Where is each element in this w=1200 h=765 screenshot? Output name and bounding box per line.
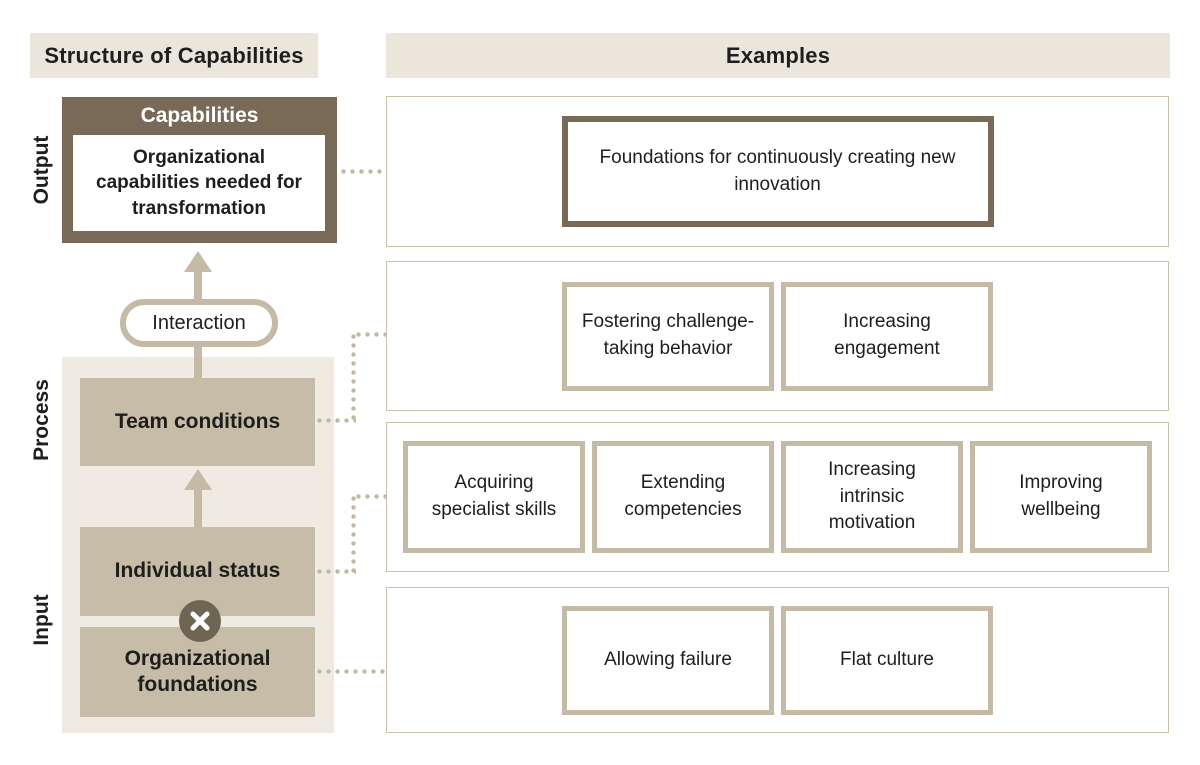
- left-column-header: Structure of Capabilities: [30, 33, 318, 78]
- interaction-pill: Interaction: [120, 299, 278, 347]
- example-box: Flat culture: [781, 605, 993, 715]
- examples-row-output: Foundations for continuously creating ne…: [386, 96, 1169, 247]
- connector-foundations: [315, 669, 386, 674]
- arrow-up-icon: [184, 469, 212, 490]
- stage-label-input: Input: [30, 594, 53, 646]
- connector-team-v: [351, 332, 356, 422]
- example-box: Improving wellbeing: [970, 441, 1152, 553]
- example-box: Increasing intrinsic motivation: [781, 441, 963, 553]
- examples-row-foundations: Allowing failure Flat culture: [386, 587, 1169, 733]
- right-column-header: Examples: [386, 33, 1170, 78]
- connector-output: [339, 169, 386, 174]
- multiply-icon: [179, 600, 221, 642]
- stage-label-process: Process: [30, 379, 53, 461]
- organizational-foundations-box: Organizational foundations: [80, 627, 315, 717]
- capabilities-box: Capabilities Organizational capabilities…: [62, 97, 337, 243]
- capabilities-box-body: Organizational capabilities needed for t…: [73, 135, 325, 231]
- examples-row-team: Fostering challenge-taking behavior Incr…: [386, 261, 1169, 411]
- multiply-glyph: [190, 611, 210, 631]
- example-box: Extending competencies: [592, 441, 774, 553]
- arrow-up-icon: [184, 251, 212, 272]
- connector-team-h1: [315, 418, 356, 423]
- example-box: Fostering challenge-taking behavior: [562, 281, 774, 391]
- arrow-up-stem: [194, 488, 202, 527]
- capabilities-box-title: Capabilities: [140, 104, 259, 127]
- connector-individual-v: [351, 494, 356, 573]
- stage-label-output: Output: [30, 135, 53, 205]
- example-box: Increasing engagement: [781, 281, 993, 391]
- connector-individual-h2: [354, 494, 386, 499]
- examples-row-individual: Acquiring specialist skills Extending co…: [386, 422, 1169, 572]
- example-box: Acquiring specialist skills: [403, 441, 585, 553]
- example-box: Allowing failure: [562, 605, 774, 715]
- team-conditions-box: Team conditions: [80, 378, 315, 466]
- example-box: Foundations for continuously creating ne…: [561, 116, 994, 227]
- connector-individual-h1: [315, 569, 356, 574]
- connector-team-h2: [354, 332, 386, 337]
